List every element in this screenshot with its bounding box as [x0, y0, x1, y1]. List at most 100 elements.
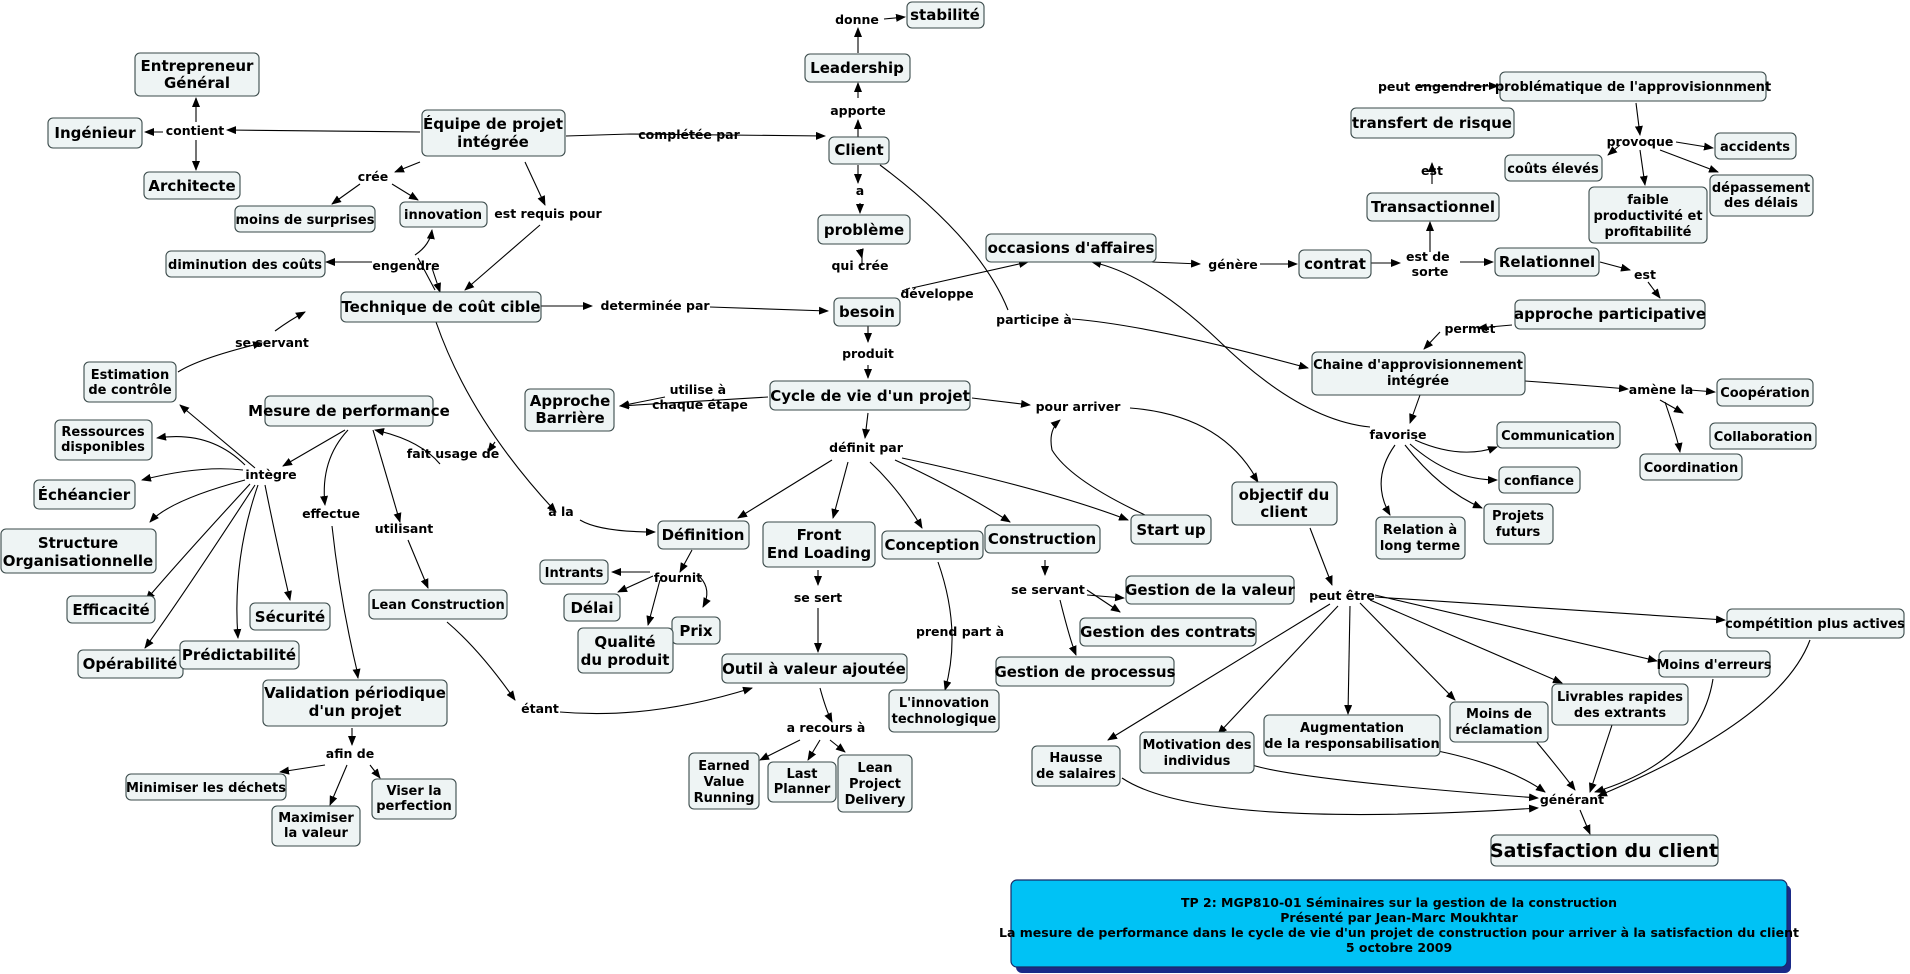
concept-architecte[interactable]: Architecte — [143, 171, 241, 200]
concept-label-line: Structure — [38, 534, 118, 552]
link-label: définit par — [829, 440, 904, 455]
link-label: effectue — [302, 506, 360, 521]
concept-stabilite[interactable]: stabilité — [906, 1, 985, 29]
concept-diminution[interactable]: diminution des coûts — [165, 250, 326, 278]
concept-innovation[interactable]: innovation — [399, 201, 488, 228]
concept-label: Mesure de performance — [248, 402, 450, 420]
concept-conception[interactable]: Conception — [881, 530, 984, 560]
concept-mesure[interactable]: Mesure de performance — [248, 395, 450, 427]
concept-construction[interactable]: Construction — [984, 524, 1101, 554]
concept-client[interactable]: Client — [828, 136, 890, 165]
concept-gestion-valeur[interactable]: Gestion de la valeur — [1125, 575, 1296, 605]
concept-competition[interactable]: compétition plus actives — [1725, 608, 1905, 639]
link-label: se servant — [1011, 582, 1085, 597]
link-label: amène la — [1629, 382, 1693, 397]
concept-transactionnel[interactable]: Transactionnel — [1366, 192, 1500, 222]
concept-label: approche participative — [1514, 305, 1706, 323]
concept-occasions[interactable]: occasions d'affaires — [985, 233, 1157, 263]
link-label: engendre — [372, 258, 439, 273]
concept-minimiser[interactable]: Minimiser les déchets — [125, 773, 287, 801]
concept-transfert[interactable]: transfert de risque — [1350, 107, 1515, 139]
concept-label-line: Ressources — [61, 425, 144, 440]
concept-communication[interactable]: Communication — [1496, 421, 1621, 449]
concept-collaboration[interactable]: Collaboration — [1709, 422, 1817, 450]
concept-confiance[interactable]: confiance — [1498, 466, 1581, 494]
concept-cooperation[interactable]: Coopération — [1716, 378, 1814, 407]
concept-coordination[interactable]: Coordination — [1639, 453, 1743, 481]
concept-label: Architecte — [148, 177, 235, 195]
concept-contrat[interactable]: contrat — [1298, 249, 1372, 279]
concept-gestion-contrats[interactable]: Gestion des contrats — [1079, 617, 1257, 647]
concept-efficacite[interactable]: Efficacité — [66, 595, 156, 624]
concept-technique[interactable]: Technique de coût cible — [340, 291, 542, 323]
concept-label: Coordination — [1644, 461, 1738, 476]
concept-probleme[interactable]: problème — [817, 214, 911, 245]
concept-intrants[interactable]: Intrants — [539, 559, 609, 585]
concept-surprises[interactable]: moins de surprises — [234, 205, 376, 233]
concept-prix[interactable]: Prix — [671, 616, 721, 645]
concept-cycle[interactable]: Cycle de vie d'un projet — [769, 380, 971, 411]
concept-label-line: Estimation — [91, 368, 169, 383]
concept-predictabilite[interactable]: Prédictabilité — [179, 640, 300, 670]
concept-gestion-processus[interactable]: Gestion de processus — [994, 656, 1176, 687]
concept-operabilite[interactable]: Opérabilité — [77, 649, 184, 679]
concept-securite[interactable]: Sécurité — [249, 602, 331, 631]
concept-echeancier[interactable]: Échéancier — [33, 479, 136, 510]
concept-ingenieur[interactable]: Ingénieur — [47, 117, 143, 149]
concept-nodes: stabilité Leadership Client problème bes… — [0, 1, 1905, 867]
concept-label: Collaboration — [1714, 430, 1812, 445]
concept-relationnel[interactable]: Relationnel — [1494, 247, 1600, 277]
link-label: intègre — [245, 467, 296, 482]
concept-outil[interactable]: Outil à valeur ajoutée — [721, 653, 908, 684]
concept-label-line: long terme — [1380, 539, 1460, 554]
concept-lean-construction[interactable]: Lean Construction — [368, 589, 508, 620]
concept-moins-erreurs[interactable]: Moins d'erreurs — [1657, 650, 1772, 678]
concept-definition[interactable]: Définition — [657, 520, 750, 550]
concept-startup[interactable]: Start up — [1130, 514, 1212, 545]
concept-problematique[interactable]: problématique de l'approvisionnment — [1495, 71, 1771, 102]
concept-couts-eleves[interactable]: coûts élevés — [1504, 154, 1603, 182]
concept-label: problème — [824, 221, 904, 239]
concept-accidents[interactable]: accidents — [1714, 132, 1797, 160]
concept-satisfaction[interactable]: Satisfaction du client — [1490, 834, 1719, 867]
concept-besoin[interactable]: besoin — [833, 297, 901, 327]
concept-label: Technique de coût cible — [341, 298, 540, 316]
link-label: à la — [548, 504, 574, 519]
concept-label-line: Lean — [857, 761, 892, 776]
link-label: qui crée — [831, 258, 888, 273]
concept-approche-participative[interactable]: approche participative — [1514, 299, 1706, 330]
concept-label: Outil à valeur ajoutée — [722, 660, 906, 678]
concept-label: Définition — [662, 526, 745, 544]
concept-delai[interactable]: Délai — [563, 593, 621, 622]
concept-leadership[interactable]: Leadership — [804, 53, 911, 83]
